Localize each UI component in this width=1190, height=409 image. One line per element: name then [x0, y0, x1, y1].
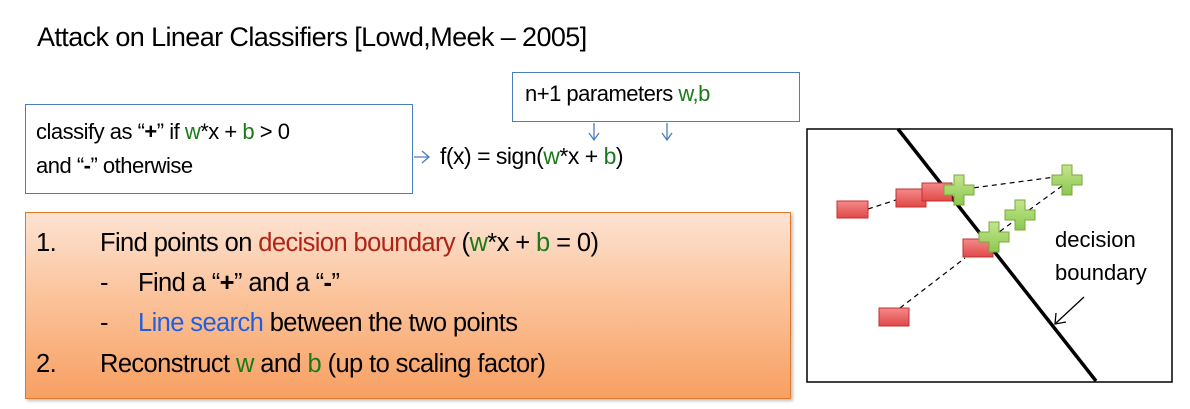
text: ” and a “ [233, 269, 324, 297]
wb-symbols: w,b [678, 81, 710, 106]
text: between the two points [263, 309, 518, 337]
b-symbol: b [307, 350, 322, 378]
substep-1b: - Line search between the two points [100, 309, 518, 338]
rule-line-1: classify as “+” if w*x + b > 0 [36, 115, 402, 149]
highlight-text: decision boundary [258, 229, 456, 257]
classification-rule-box: classify as “+” if w*x + b > 0 and “-” o… [25, 104, 413, 194]
search-line [964, 176, 1056, 190]
text: ” otherwise [90, 153, 193, 178]
text: *x + [200, 119, 243, 144]
slide-title: Attack on Linear Classifiers [Lowd,Meek … [37, 22, 587, 52]
step-number: 1. [36, 229, 57, 257]
substep-1a: - Find a “+” and a “-” [100, 269, 340, 298]
text: > 0 [254, 119, 290, 144]
text: n+1 parameters [525, 81, 679, 106]
arrow-down-icon [661, 123, 673, 142]
text: ” if [156, 119, 185, 144]
plus-symbol: + [144, 119, 157, 144]
negative-point [836, 200, 869, 219]
arrow-icon [1054, 296, 1085, 325]
step-text: Reconstruct w and b (up to scaling facto… [100, 350, 546, 379]
search-lines [867, 176, 1063, 309]
text: and [253, 350, 308, 378]
text: = 0) [549, 229, 599, 257]
text: (up to scaling factor) [321, 350, 546, 378]
steps-box: 1. Find points on decision boundary (w*x… [25, 212, 791, 399]
w-symbol: w [543, 143, 560, 169]
step-2: 2. Reconstruct w and b (up to scaling fa… [36, 350, 546, 379]
parameters-box: n+1 parameters w,b [512, 72, 800, 122]
boundary-label-line2: boundary [1055, 260, 1147, 285]
b-symbol: b [603, 143, 617, 169]
search-line [994, 185, 1063, 236]
decision-boundary-line [896, 127, 1098, 383]
step-number: 2. [36, 350, 57, 378]
step-text: Find a “+” and a “-” [138, 269, 340, 298]
text: f(x) = sign( [440, 143, 544, 169]
text: *x + [559, 143, 604, 169]
text: *x + [487, 229, 537, 257]
search-line [899, 257, 966, 309]
plus-symbol: + [219, 269, 235, 297]
text: Find a “ [138, 269, 220, 297]
w-symbol: w [469, 229, 488, 257]
rule-line-2: and “-” otherwise [36, 149, 402, 183]
w-symbol: w [184, 119, 201, 144]
bullet: - [100, 269, 108, 297]
text: ( [455, 229, 471, 257]
step-text: Find points on decision boundary (w*x + … [100, 229, 599, 258]
highlight-text: Line search [138, 309, 264, 337]
w-symbol: w [235, 350, 254, 378]
text: Find points on [100, 229, 259, 257]
step-text: Line search between the two points [138, 309, 518, 338]
text: and “ [36, 153, 84, 178]
search-line [867, 199, 897, 210]
minus-symbol: - [83, 153, 91, 178]
boundary-label-line1: decision [1055, 227, 1136, 252]
text: ” [331, 269, 340, 297]
negative-point [878, 307, 910, 327]
arrow-down-icon [588, 123, 600, 142]
step-1: 1. Find points on decision boundary (w*x… [36, 229, 599, 258]
formula: f(x) = sign(w*x + b) [440, 143, 624, 170]
text: classify as “ [36, 119, 145, 144]
b-symbol: b [536, 229, 550, 257]
text: ) [615, 143, 624, 169]
arrow-right-icon [414, 150, 430, 164]
text: Reconstruct [100, 350, 236, 378]
bullet: - [100, 309, 108, 337]
minus-symbol: - [323, 269, 332, 297]
b-symbol: b [242, 119, 255, 144]
